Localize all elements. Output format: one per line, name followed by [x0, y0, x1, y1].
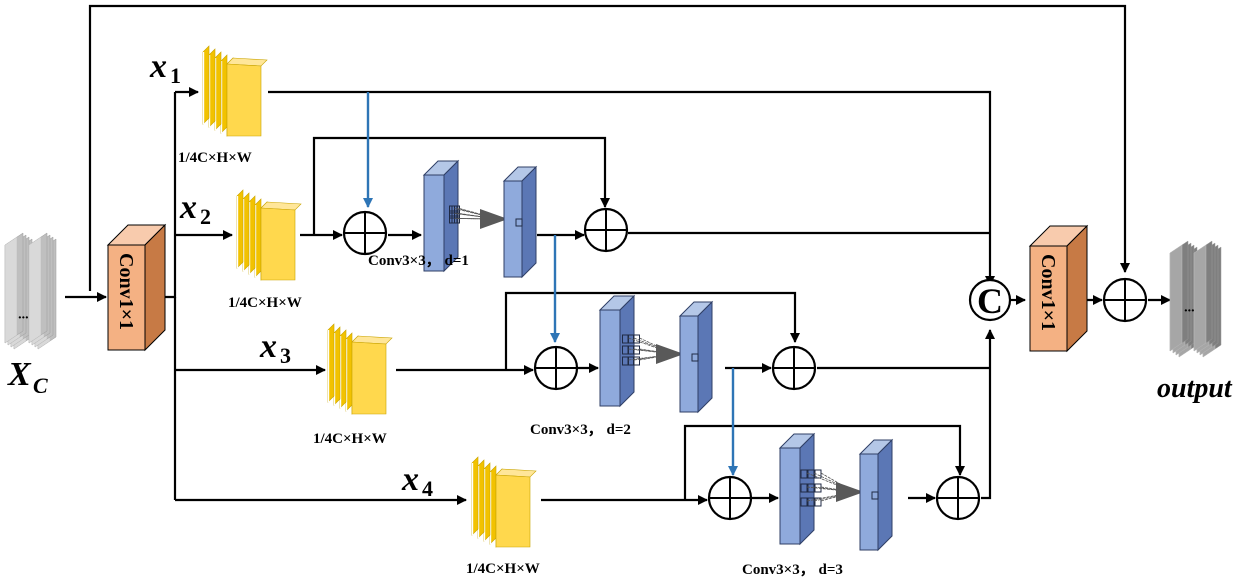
sum-node: [583, 207, 629, 253]
input-label-sub: C: [33, 373, 48, 398]
sum-nodes: [342, 207, 1148, 521]
concat-node: C: [968, 278, 1012, 322]
input-label: X C: [7, 356, 48, 398]
dilated-conv-d2: [598, 294, 714, 414]
conv1x1-input-label: Conv1×1: [115, 253, 137, 330]
branch-name-x4: x: [401, 461, 419, 498]
branch-sub-x4: 4: [422, 476, 433, 501]
sum-node: [935, 475, 981, 521]
conv-label-d2: Conv3×3， d=2: [530, 422, 631, 438]
output-feature-maps: ···: [1169, 240, 1222, 358]
input-feature-maps: ···: [4, 232, 57, 350]
feature-map-x1: [202, 45, 268, 137]
conv-label-d3: Conv3×3， d=3: [742, 562, 843, 578]
branch-label-x3: x 3: [259, 328, 291, 368]
branch-sub-x1: 1: [170, 63, 181, 88]
output-dots: ···: [1184, 304, 1195, 319]
input-dots: ···: [18, 311, 29, 326]
sum-node: [707, 475, 753, 521]
conv-label-d1: Conv3×3， d=1: [368, 253, 469, 269]
sum-node: [342, 210, 388, 256]
conv1x1-output-label: Conv1×1: [1037, 254, 1059, 331]
sum-node: [1102, 277, 1148, 323]
conv1x1-output-block: Conv1×1: [1028, 224, 1089, 353]
branch-sub-x3: 3: [280, 343, 291, 368]
size-label-x2: 1/4C×H×W: [228, 295, 302, 311]
branch-label-x4: x 4: [401, 461, 433, 501]
size-label-x4: 1/4C×H×W: [466, 561, 540, 577]
size-label-x3: 1/4C×H×W: [313, 431, 387, 447]
branch-name-x1: x: [149, 48, 167, 85]
feature-map-x2: [236, 189, 302, 281]
dilated-conv-d3: [778, 432, 894, 552]
feature-map-x3: [327, 323, 393, 415]
branch-label-x1: x 1: [149, 48, 181, 88]
conv1x1-input-block: Conv1×1: [106, 223, 167, 352]
dilated-conv-d1: [422, 159, 538, 279]
feature-map-x4: [471, 456, 537, 548]
size-label-x1: 1/4C×H×W: [178, 150, 252, 166]
branch-name-x2: x: [179, 189, 197, 226]
concat-symbol: C: [977, 281, 1003, 321]
branch-label-x2: x 2: [179, 189, 211, 229]
sum-node: [533, 345, 579, 391]
branch-sub-x2: 2: [200, 204, 211, 229]
branch-name-x3: x: [259, 328, 277, 365]
input-label-main: X: [7, 356, 32, 393]
connection-lines: [65, 4, 1171, 505]
output-label: output: [1157, 373, 1233, 404]
sum-node: [771, 345, 817, 391]
